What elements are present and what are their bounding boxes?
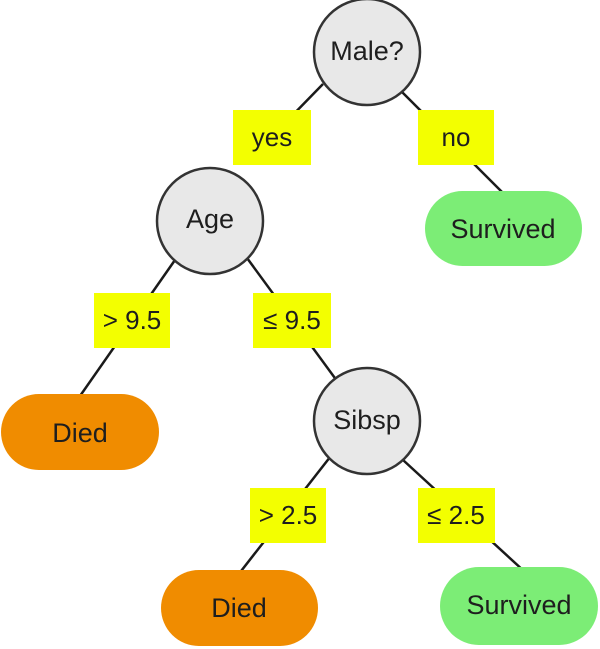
edge-label-sibsp-gt: > 2.5 xyxy=(250,488,326,543)
decision-node-male: Male? xyxy=(312,0,422,107)
edge-label-yes: yes xyxy=(233,110,311,165)
edge-label-text: ≤ 2.5 xyxy=(427,500,485,530)
leaf-label: Died xyxy=(52,418,108,448)
edge-label-text: > 9.5 xyxy=(103,305,162,335)
decision-node-label: Sibsp xyxy=(333,405,401,435)
edge-label-sibsp-le: ≤ 2.5 xyxy=(418,488,495,543)
leaf-died-sibsp: Died xyxy=(161,570,318,646)
decision-node-sibsp: Sibsp xyxy=(312,366,422,476)
leaf-label: Survived xyxy=(466,590,571,620)
leaf-label: Survived xyxy=(450,214,555,244)
leaf-survived-sibsp: Survived xyxy=(440,567,598,645)
edge-label-age-le: ≤ 9.5 xyxy=(253,293,331,348)
decision-node-age: Age xyxy=(155,166,265,276)
decision-node-label: Male? xyxy=(330,36,404,66)
leaf-died-age: Died xyxy=(1,394,159,470)
edge-label-text: yes xyxy=(252,122,292,152)
edge-label-text: no xyxy=(442,122,471,152)
edge-label-no: no xyxy=(418,110,494,165)
leaf-label: Died xyxy=(211,593,267,623)
leaf-survived-root: Survived xyxy=(425,191,582,266)
decision-node-label: Age xyxy=(186,204,234,234)
edge-label-text: > 2.5 xyxy=(259,500,318,530)
edge-label-text: ≤ 9.5 xyxy=(263,305,321,335)
edge-label-age-gt: > 9.5 xyxy=(94,293,170,348)
